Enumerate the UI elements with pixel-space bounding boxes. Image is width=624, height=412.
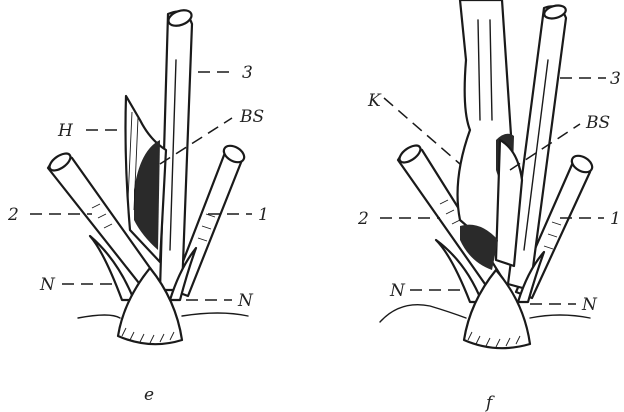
panel-e-caption: e: [144, 385, 154, 405]
panel-f: K 3 BS 2 1 N N f: [357, 0, 621, 412]
panel-e: 3 H BS 2 1 N N e: [7, 7, 269, 405]
panel-f-label-n-left: N: [389, 281, 406, 301]
panel-e-label-bs: BS: [239, 107, 264, 127]
panel-f-label-bs: BS: [585, 113, 610, 133]
panel-e-label-1: 1: [258, 205, 269, 225]
panel-f-label-2: 2: [357, 209, 369, 229]
panel-e-sheath: [126, 96, 167, 262]
panel-e-label-n-left: N: [39, 275, 56, 295]
panel-e-label-2: 2: [7, 205, 19, 225]
panel-f-label-k: K: [367, 91, 382, 111]
panel-e-label-3: 3: [242, 63, 253, 83]
panel-f-label-n-right: N: [581, 295, 598, 315]
panel-f-label-3: 3: [610, 69, 621, 89]
panel-f-caption: f: [484, 393, 495, 412]
panel-f-label-1: 1: [610, 209, 621, 229]
panel-e-label-n-right: N: [237, 291, 254, 311]
panel-e-label-h: H: [57, 121, 74, 141]
